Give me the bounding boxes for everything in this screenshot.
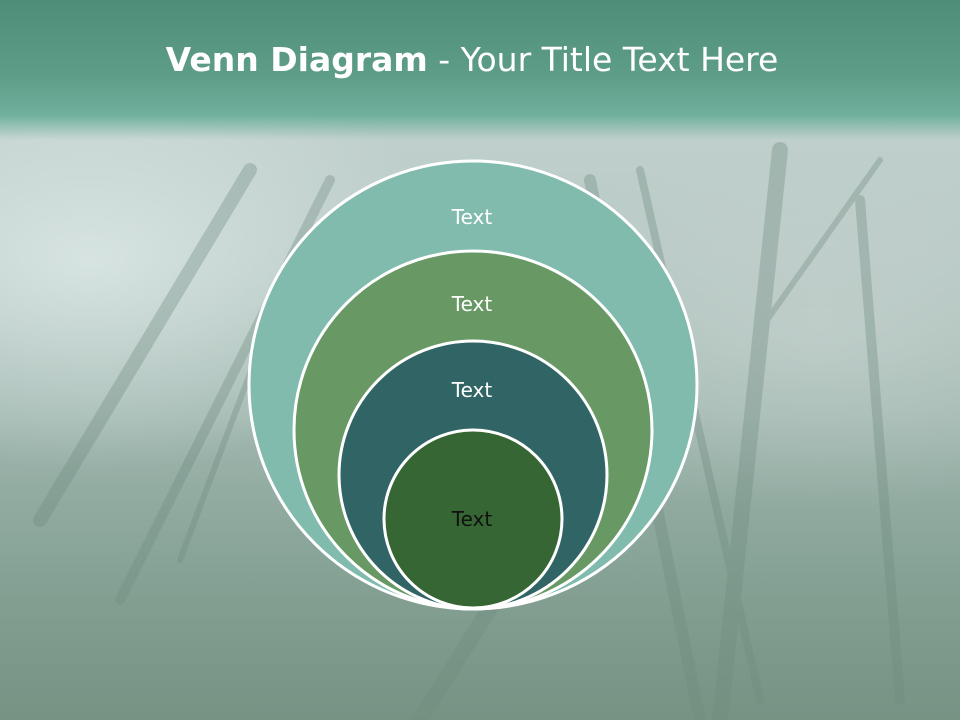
slide-title: Venn Diagram - Your Title Text Here <box>0 40 944 79</box>
title-rest: - Your Title Text Here <box>427 40 779 79</box>
venn-label-inner: Text <box>451 507 493 531</box>
title-bold: Venn Diagram <box>165 40 428 79</box>
title-band <box>0 0 960 140</box>
venn-circle-inner <box>382 428 564 610</box>
venn-label-second: Text <box>451 292 493 316</box>
venn-label-third: Text <box>451 378 493 402</box>
venn-label-outer: Text <box>451 205 493 229</box>
